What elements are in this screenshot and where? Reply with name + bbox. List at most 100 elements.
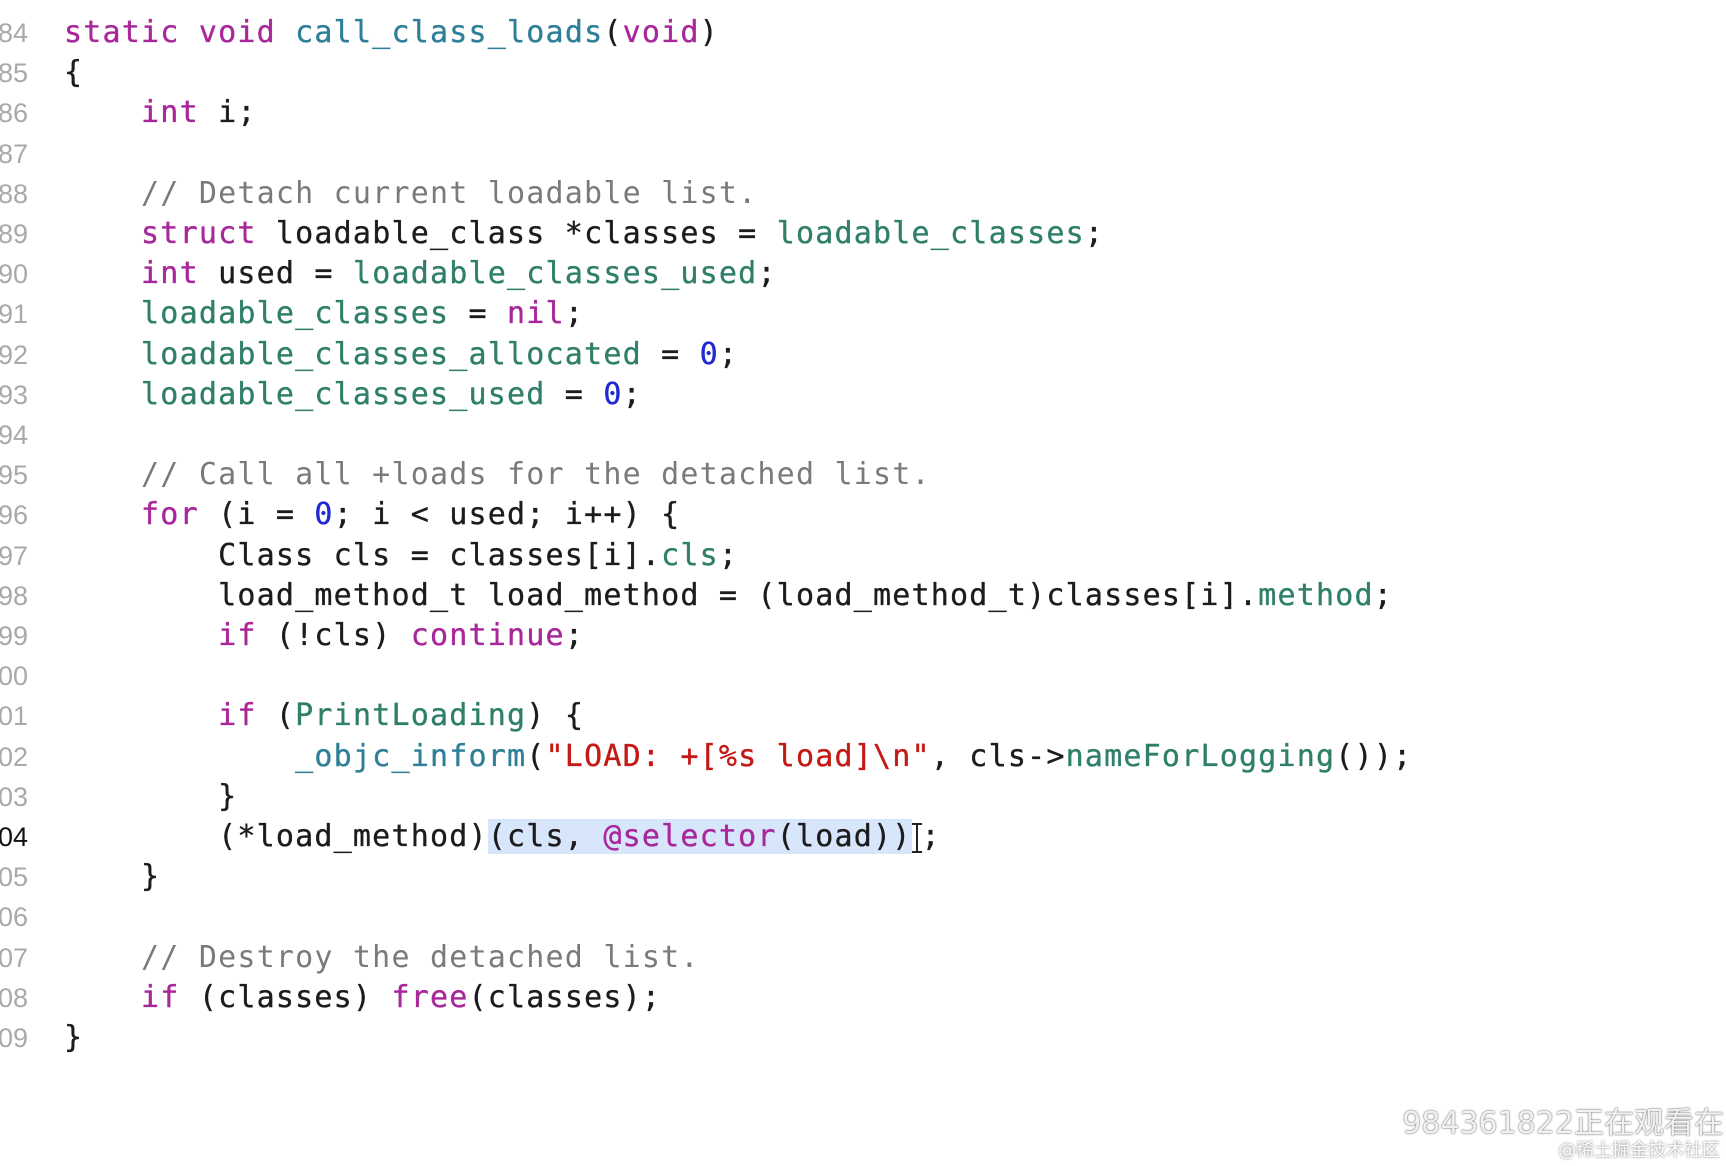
code-line[interactable]: 98 load_method_t load_method = (load_met… bbox=[0, 574, 1726, 618]
code-token: , cls-> bbox=[930, 738, 1066, 774]
code-token: void bbox=[622, 15, 700, 50]
code-line[interactable]: 87 bbox=[0, 132, 1726, 176]
line-code[interactable]: // Destroy the detached list. bbox=[64, 936, 700, 980]
viewer-count-overlay: 984361822正在观看在 bbox=[1402, 1106, 1724, 1141]
code-token: loadable_classes bbox=[776, 216, 1085, 251]
code-token: (*load_method) bbox=[64, 819, 488, 854]
line-number: 85 bbox=[0, 58, 29, 89]
code-token: (classes) bbox=[179, 979, 392, 1015]
line-number: 94 bbox=[0, 420, 29, 450]
code-line[interactable]: 01 if (PrintLoading) { bbox=[0, 694, 1726, 738]
line-code[interactable]: if (!cls) continue; bbox=[64, 614, 584, 658]
line-code[interactable]: static void call_class_loads(void) bbox=[64, 11, 719, 55]
code-line[interactable]: 91 loadable_classes = nil; bbox=[0, 292, 1726, 336]
code-line[interactable]: 88 // Detach current loadable list. bbox=[0, 172, 1726, 216]
code-line[interactable]: 97 Class cls = classes[i].cls; bbox=[0, 534, 1726, 578]
line-number: 96 bbox=[0, 500, 29, 531]
code-token: // Destroy the detached list. bbox=[141, 939, 700, 975]
line-number: 00 bbox=[0, 661, 29, 692]
line-code[interactable]: if (PrintLoading) { bbox=[64, 694, 584, 738]
code-line[interactable]: 85 { bbox=[0, 51, 1726, 95]
line-code[interactable]: // Call all +loads for the detached list… bbox=[64, 453, 931, 497]
line-number: 06 bbox=[0, 902, 29, 933]
code-token: ; bbox=[564, 296, 585, 332]
code-token: ()); bbox=[1335, 738, 1413, 774]
line-code[interactable]: { bbox=[64, 51, 83, 95]
code-line[interactable]: 92 loadable_classes_allocated = 0; bbox=[0, 333, 1726, 377]
line-code[interactable]: Class cls = classes[i].cls; bbox=[64, 534, 738, 578]
code-line[interactable]: 99 if (!cls) continue; bbox=[0, 614, 1726, 658]
code-token: ) { bbox=[526, 698, 585, 734]
line-number: 01 bbox=[0, 701, 29, 732]
line-code[interactable]: int used = loadable_classes_used; bbox=[64, 252, 777, 296]
selected-text: (load)) bbox=[776, 819, 912, 854]
line-code[interactable]: (*load_method)(cls, @selector(load)); bbox=[64, 815, 941, 859]
code-line[interactable]: 93 loadable_classes_used = 0; bbox=[0, 373, 1726, 417]
line-number: 91 bbox=[0, 299, 29, 330]
line-number: 90 bbox=[0, 259, 29, 290]
line-code[interactable]: loadable_classes_allocated = 0; bbox=[64, 333, 738, 377]
code-token: loadable_class *classes = bbox=[256, 216, 777, 251]
line-code[interactable]: for (i = 0; i < used; i++) { bbox=[64, 493, 680, 537]
line-code[interactable]: struct loadable_class *classes = loadabl… bbox=[64, 212, 1104, 256]
code-token: ( bbox=[603, 15, 623, 50]
code-line[interactable]: 95 // Call all +loads for the detached l… bbox=[0, 453, 1726, 497]
code-token bbox=[64, 739, 295, 774]
line-number: 97 bbox=[0, 540, 29, 571]
code-line[interactable]: 09} bbox=[0, 1016, 1726, 1060]
line-code[interactable]: } bbox=[64, 855, 160, 899]
code-token: nil bbox=[507, 296, 565, 332]
code-token: if bbox=[218, 618, 257, 653]
code-line[interactable]: 94 bbox=[0, 413, 1726, 457]
line-number: 89 bbox=[0, 219, 29, 249]
code-token bbox=[64, 216, 141, 251]
code-token: = bbox=[641, 336, 700, 372]
code-token: ; bbox=[622, 376, 642, 412]
code-token: ; bbox=[564, 618, 585, 653]
code-token bbox=[64, 940, 141, 975]
line-code[interactable]: load_method_t load_method = (load_method… bbox=[64, 574, 1393, 618]
line-number: 98 bbox=[0, 580, 29, 611]
line-number: 07 bbox=[0, 942, 29, 973]
line-number: 95 bbox=[0, 460, 29, 491]
line-code[interactable]: } bbox=[64, 1016, 83, 1060]
code-line[interactable]: 07 // Destroy the detached list. bbox=[0, 936, 1726, 980]
code-line[interactable]: 96 for (i = 0; i < used; i++) { bbox=[0, 493, 1726, 537]
code-token: } bbox=[64, 859, 161, 895]
line-number: 92 bbox=[0, 339, 29, 370]
code-token: if bbox=[218, 698, 257, 734]
line-number: 05 bbox=[0, 862, 29, 893]
code-token: (!cls) bbox=[256, 618, 411, 653]
code-line[interactable]: 03 } bbox=[0, 775, 1726, 819]
code-token: nameForLogging bbox=[1065, 738, 1336, 774]
line-code[interactable]: int i; bbox=[64, 91, 257, 135]
code-line[interactable]: 00 bbox=[0, 654, 1726, 698]
code-token bbox=[64, 377, 141, 412]
line-number: 02 bbox=[0, 741, 29, 772]
code-line[interactable]: 06 bbox=[0, 895, 1726, 939]
code-token: (classes); bbox=[468, 979, 662, 1015]
code-token: { bbox=[64, 55, 84, 91]
line-code[interactable]: loadable_classes_used = 0; bbox=[64, 373, 642, 417]
line-code[interactable]: loadable_classes = nil; bbox=[64, 292, 584, 336]
code-token: i; bbox=[198, 95, 257, 131]
line-code[interactable]: _objc_inform("LOAD: +[%s load]\n", cls->… bbox=[64, 735, 1412, 779]
code-line[interactable]: 08 if (classes) free(classes); bbox=[0, 976, 1726, 1020]
code-line[interactable]: 05 } bbox=[0, 855, 1726, 899]
code-line[interactable]: 04 (*load_method)(cls, @selector(load)); bbox=[0, 815, 1726, 859]
code-token: 0 bbox=[314, 497, 334, 533]
line-code[interactable]: if (classes) free(classes); bbox=[64, 976, 661, 1020]
line-code[interactable]: // Detach current loadable list. bbox=[64, 172, 757, 216]
line-code[interactable]: } bbox=[64, 775, 237, 819]
code-line[interactable]: 90 int used = loadable_classes_used; bbox=[0, 252, 1726, 296]
code-line[interactable]: 89 struct loadable_class *classes = load… bbox=[0, 212, 1726, 256]
code-token: 0 bbox=[603, 376, 623, 412]
code-token: ; bbox=[718, 537, 739, 573]
code-line[interactable]: 02 _objc_inform("LOAD: +[%s load]\n", cl… bbox=[0, 735, 1726, 779]
code-token: ; bbox=[1084, 216, 1105, 251]
code-token: used = bbox=[198, 256, 353, 292]
source-watermark: @稀土掘金技术社区 bbox=[1558, 1140, 1720, 1161]
code-line[interactable]: 86 int i; bbox=[0, 91, 1726, 135]
